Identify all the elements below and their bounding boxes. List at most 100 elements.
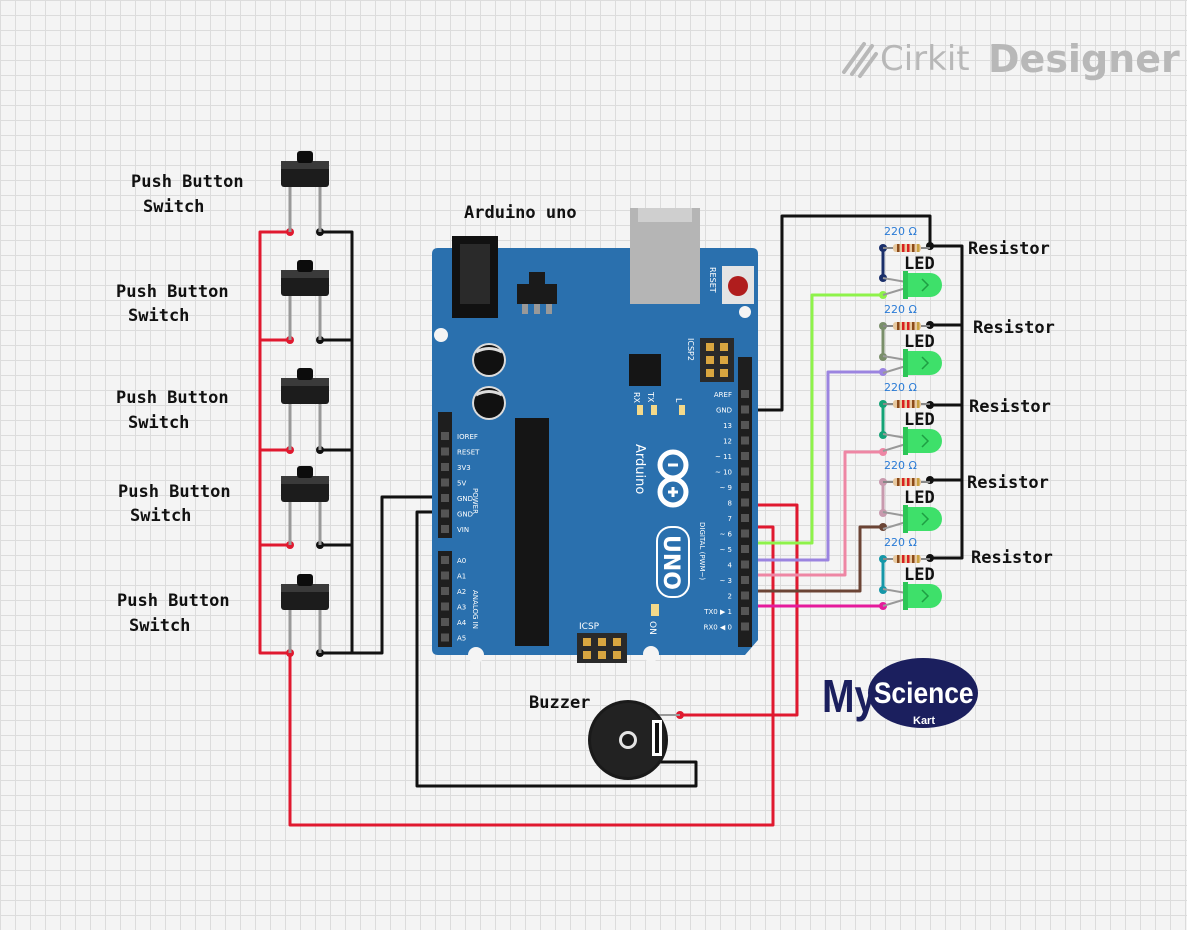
pin-socket-a5[interactable]: [441, 633, 449, 642]
pin-socket-reset[interactable]: [441, 447, 449, 456]
analog-section-text: ANALOG IN: [471, 590, 479, 629]
push-button-2[interactable]: [281, 260, 329, 340]
pin-socket-2[interactable]: [741, 591, 749, 600]
resistor-3-value: 220 Ω: [884, 381, 917, 394]
led-1[interactable]: LED: [882, 254, 942, 299]
buzzer-label: Buzzer: [529, 693, 590, 713]
pin-socket-a2[interactable]: [441, 587, 449, 595]
voltage-regulator: [517, 284, 557, 304]
led-1-label: LED: [904, 254, 935, 274]
pin-socket-gnd[interactable]: [441, 509, 449, 518]
logo-kart: Kart: [913, 715, 935, 727]
resistor-5[interactable]: 220 Ω: [883, 536, 930, 563]
pin-socket-a3[interactable]: [441, 602, 449, 611]
pin-label-6: ~ 6: [719, 531, 732, 539]
resistor-3[interactable]: 220 Ω: [883, 381, 930, 408]
led-3-label: LED: [904, 410, 935, 430]
pencil-icon: [842, 42, 878, 78]
push-button-1-label-line1: Push Button: [131, 172, 244, 192]
resistor-2[interactable]: 220 Ω: [883, 303, 930, 330]
pin-socket-5[interactable]: [741, 545, 749, 553]
led-5[interactable]: LED: [882, 565, 942, 610]
pin-label-a3: A3: [457, 604, 466, 612]
pin-socket-4[interactable]: [741, 560, 749, 569]
pin-socket-10[interactable]: [741, 467, 749, 476]
wire-pin5-led2: [745, 370, 883, 562]
pin-label-12: 12: [723, 438, 732, 446]
arduino-uno-board[interactable]: RESET ICSP2 RX TX: [432, 208, 758, 663]
resistor-5-value: 220 Ω: [884, 536, 917, 549]
arduino-label: Arduino uno: [464, 203, 577, 223]
pin-socket-9[interactable]: [741, 483, 749, 491]
led-4[interactable]: LED: [882, 488, 942, 533]
brand-designer: Designer: [988, 37, 1180, 81]
pin-label-rx0-0: RX0 ◀ 0: [704, 624, 732, 632]
pin-socket-8[interactable]: [741, 498, 749, 507]
pin-label-4: 4: [728, 562, 733, 570]
pin-socket-12[interactable]: [741, 436, 749, 445]
resistor-1-value: 220 Ω: [884, 225, 917, 238]
led-3[interactable]: LED: [882, 410, 942, 455]
pin-socket-rx0-0[interactable]: [741, 622, 749, 631]
pin-label-11: ~ 11: [715, 453, 732, 461]
pin-socket-a1[interactable]: [441, 571, 449, 580]
push-button-5[interactable]: [281, 574, 329, 653]
push-button-2-label-line1: Push Button: [116, 282, 229, 302]
pin-socket-tx0-1[interactable]: [741, 607, 749, 615]
resistor-2-value: 220 Ω: [884, 303, 917, 316]
pin-label-3: ~ 3: [719, 577, 732, 585]
resistor-1[interactable]: 220 Ω: [883, 225, 930, 252]
push-button-2-label-line2: Switch: [128, 306, 189, 326]
pin-socket-13[interactable]: [741, 421, 749, 429]
pin-label-gnd: GND: [457, 511, 473, 519]
pin-label-10: ~ 10: [715, 469, 732, 477]
resistor-4-value: 220 Ω: [884, 459, 917, 472]
icsp2-header: [700, 338, 734, 382]
wires: [258, 214, 964, 827]
buzzer[interactable]: [588, 700, 680, 780]
pin-socket-ioref[interactable]: [441, 432, 449, 440]
led-5-label: LED: [904, 565, 935, 585]
pin-socket-11[interactable]: [741, 452, 749, 460]
pin-socket-gnd[interactable]: [741, 405, 749, 414]
wire-gnd-to-resistors: [745, 214, 932, 412]
pin-socket-5v[interactable]: [441, 478, 449, 487]
resistor-led-array: 220 Ω LED 220 Ω LED 220 Ω LED 220 Ω LED 220 Ω LED: [882, 225, 942, 610]
my-science-kart-logo: My Science Kart: [822, 658, 978, 728]
push-button-4-label-line1: Push Button: [118, 482, 231, 502]
pin-socket-3[interactable]: [741, 576, 749, 584]
wire-pin6-led1: [745, 293, 883, 545]
l-text: L: [674, 398, 683, 403]
on-text: ON: [647, 621, 657, 635]
cirkit-designer-logo: Cirkit Designer: [842, 37, 1180, 81]
led-2[interactable]: LED: [882, 332, 942, 377]
pin-socket-vin[interactable]: [441, 525, 449, 533]
wire-button-to-pin7: [288, 525, 775, 827]
pin-label-vin: VIN: [457, 526, 469, 534]
pin-socket-6[interactable]: [741, 529, 749, 538]
pin-label-7: 7: [728, 515, 732, 523]
board-model-text: UNO: [658, 535, 683, 590]
reset-button[interactable]: [722, 266, 754, 304]
push-button-4[interactable]: [281, 466, 329, 545]
pin-socket-aref[interactable]: [741, 390, 749, 398]
capacitor-1: [472, 343, 506, 377]
resistor-4[interactable]: 220 Ω: [883, 459, 930, 486]
push-button-1[interactable]: [281, 151, 329, 232]
wire-buzzer-to-pin8: [680, 503, 799, 717]
pin-label-gnd: GND: [457, 495, 473, 503]
push-button-3[interactable]: [281, 368, 329, 450]
push-button-labels: Push Button Switch Push Button Switch Pu…: [116, 172, 244, 636]
pin-socket-gnd[interactable]: [441, 494, 449, 502]
pin-socket-3v3[interactable]: [441, 463, 449, 471]
pin-label-ioref: IOREF: [457, 433, 478, 441]
pin-socket-a0[interactable]: [441, 556, 449, 564]
pin-socket-a4[interactable]: [441, 618, 449, 626]
pin-socket-7[interactable]: [741, 514, 749, 522]
resistor-3-label: Resistor: [969, 397, 1051, 417]
board-name-text: Arduino: [632, 444, 647, 494]
pin-label-3v3: 3V3: [457, 464, 471, 472]
wire-pin4-led3: [745, 450, 883, 577]
digital-section-text: DIGITAL (PWM~): [698, 522, 706, 580]
